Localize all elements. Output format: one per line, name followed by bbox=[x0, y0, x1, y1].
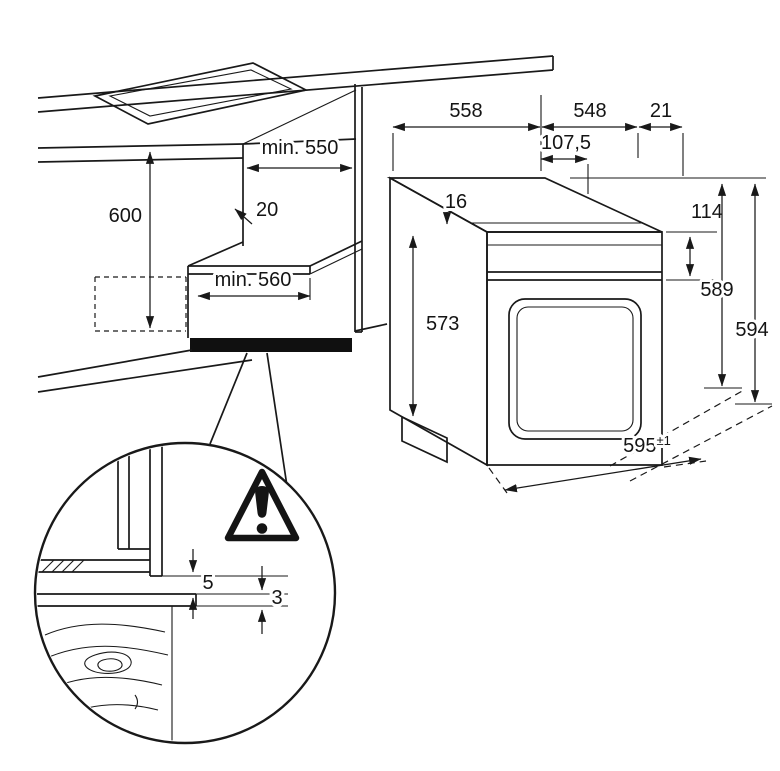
dim-rear-gap-label: 20 bbox=[256, 199, 278, 221]
base-cabinet-hidden-outline bbox=[94, 276, 187, 332]
projection-dashed-width-left bbox=[488, 467, 508, 494]
dim-panel-height: 114 bbox=[685, 198, 726, 277]
dim-height-rear: 589 bbox=[697, 183, 737, 387]
projection-dashed-line-rear bbox=[609, 389, 745, 467]
detail-contents bbox=[37, 445, 288, 741]
floor-line-lower bbox=[37, 359, 253, 393]
niche-top-edge bbox=[242, 138, 357, 145]
dim-side-height-label: 573 bbox=[426, 313, 459, 335]
dim-niche-depth: min. 550 bbox=[246, 134, 353, 173]
dim-front-overhang: 21 bbox=[638, 97, 683, 132]
dim-depth-top-label: 558 bbox=[449, 100, 482, 122]
exclamation-bar bbox=[255, 485, 269, 518]
door-glass-inner bbox=[516, 306, 634, 432]
cabinet-panel-lines bbox=[117, 445, 130, 549]
dim-oven-width-value: 595 bbox=[623, 435, 656, 457]
dim-top-clearance-label: 16 bbox=[445, 191, 467, 213]
shelf-left-slant bbox=[187, 241, 244, 267]
counter-front-bottom-edge bbox=[37, 157, 244, 163]
dim-rear-gap-arrow bbox=[234, 208, 253, 225]
dim-panel-height-label: 114 bbox=[691, 201, 723, 223]
dim-niche-depth-label: min. 550 bbox=[262, 137, 339, 159]
dim-niche-width-label: min. 560 bbox=[215, 269, 292, 291]
dim-top-offset: 107,5 bbox=[538, 129, 594, 164]
wood-grain bbox=[41, 606, 173, 741]
floor-line-upper bbox=[37, 349, 193, 378]
dim-lower-gap-label: 3 bbox=[271, 587, 282, 609]
dim-height-front: 594 bbox=[732, 183, 772, 403]
wall-top-line bbox=[37, 55, 554, 99]
dim-top-clearance: 16 bbox=[442, 188, 470, 225]
plinth-bar bbox=[190, 338, 352, 352]
cabinet-scene: 600 min. 550 20 min. 560 bbox=[37, 55, 554, 487]
dim-oven-width-label: 595±1 bbox=[623, 433, 671, 457]
dim-height-front-label: 594 bbox=[735, 319, 768, 341]
oven-door-edge-lines bbox=[149, 445, 163, 576]
dim-width-top: 548 bbox=[541, 97, 638, 132]
dim-top-offset-label: 107,5 bbox=[541, 132, 591, 154]
shelf-caps bbox=[187, 266, 311, 274]
cooktop-cutout-inner bbox=[108, 69, 293, 117]
niche-ceiling-line bbox=[242, 89, 357, 145]
dim-depth-top: 558 bbox=[392, 97, 541, 132]
dim-oven-width: 595±1 bbox=[504, 430, 702, 493]
cooktop-cutout-outer bbox=[92, 62, 309, 125]
oven-top-face bbox=[386, 177, 663, 233]
callout-line-right bbox=[266, 352, 288, 487]
dim-height-rear-label: 589 bbox=[700, 279, 733, 301]
warning-triangle-icon bbox=[224, 468, 300, 542]
dim-niche-width: min. 560 bbox=[187, 266, 311, 301]
callout-line-left bbox=[209, 352, 248, 445]
door-glass-outer bbox=[508, 298, 642, 440]
shelf-right-slant bbox=[309, 240, 363, 267]
dim-front-overhang-label: 21 bbox=[650, 100, 672, 122]
counter-front-top-edge bbox=[37, 143, 244, 149]
niche-shelf bbox=[187, 240, 363, 275]
shelf-right-slant-bottom bbox=[309, 248, 363, 275]
dim-upper-gap-label: 5 bbox=[202, 572, 213, 594]
dim-niche-height-label: 600 bbox=[109, 205, 142, 227]
dim-side-height: 573 bbox=[408, 235, 462, 417]
oven-scene: 558 548 21 107,5 16 114 573 589 bbox=[386, 95, 773, 494]
dim-oven-width-line bbox=[504, 456, 702, 493]
gap-extension-lines-bottom bbox=[196, 593, 288, 607]
oven-foot-bracket bbox=[401, 415, 448, 464]
extension-lines-panel-height bbox=[666, 231, 717, 281]
shelf-board-hatching bbox=[41, 559, 85, 573]
oven-front-face bbox=[486, 231, 663, 466]
dim-lower-gap: 3 bbox=[257, 566, 286, 634]
wall-bottom-line bbox=[37, 69, 554, 113]
plinth-detail: 5 3 bbox=[33, 441, 337, 745]
floor-line-right bbox=[354, 323, 388, 332]
dim-upper-gap: 5 bbox=[188, 549, 217, 619]
dim-rear-gap: 20 bbox=[234, 196, 281, 225]
exclamation-dot bbox=[256, 523, 268, 534]
detail-circle bbox=[33, 441, 337, 745]
dim-oven-width-tolerance: ±1 bbox=[657, 433, 671, 448]
dim-width-top-label: 548 bbox=[573, 100, 606, 122]
dim-niche-height: 600 bbox=[106, 151, 155, 329]
